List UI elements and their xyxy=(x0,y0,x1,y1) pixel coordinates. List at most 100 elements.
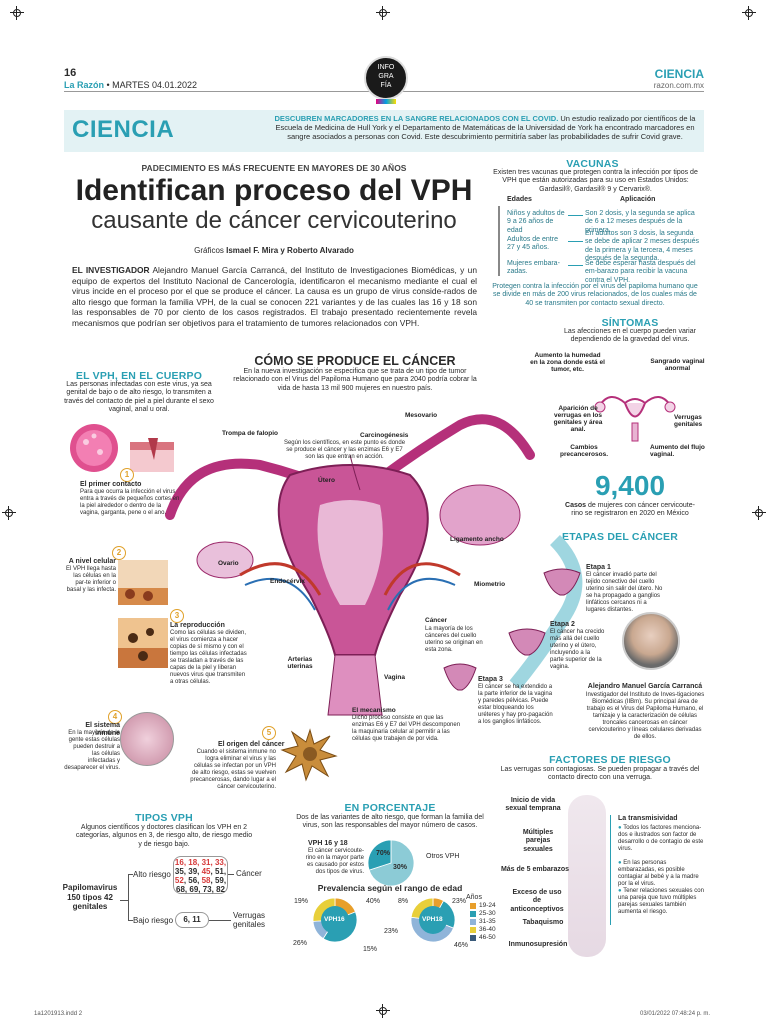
alto-riesgo-label: Alto riesgo xyxy=(133,870,171,879)
etapa-3-icon xyxy=(443,663,477,691)
tree-line xyxy=(128,920,133,921)
pie-main-title: VPH 16 y 18 xyxy=(308,840,348,847)
step-number: 5 xyxy=(262,726,276,740)
site-url: razon.com.mx xyxy=(653,81,704,90)
pie16-label: 15% xyxy=(363,946,378,953)
vacunas-col-edades: Edades xyxy=(507,196,532,203)
researcher-name: Alejandro Manuel García Carrancá xyxy=(587,683,703,690)
legend-swatch xyxy=(470,911,476,917)
step-5-desc: Cuando el sistema inmune no logra elimin… xyxy=(190,749,276,790)
cuerpo-intro: Las personas infectadas con este virus, … xyxy=(64,381,214,414)
legend-swatch xyxy=(470,935,476,941)
pie-vph16-chart xyxy=(312,897,358,943)
step-1-desc: Para que ocurra la infección el virus en… xyxy=(80,489,180,516)
step-number: 4 xyxy=(108,710,122,724)
footer-left: 1a1201913.indd 2 xyxy=(34,1011,83,1017)
vacuna-app-1: Son 2 dosis, y la segunda se aplica de 6… xyxy=(585,210,695,234)
tipos-intro: Algunos científicos y doctores clasifica… xyxy=(75,824,253,848)
alto-riesgo-box: 16, 18, 31, 33, 35, 39, 45, 51, 52, 56, … xyxy=(173,856,228,894)
vacuna-age-1: Niños y adultos de 9 a 26 años de edad xyxy=(507,210,565,234)
skin-cut-icon xyxy=(130,438,174,472)
como-title: CÓMO SE PRODUCE EL CÁNCER xyxy=(254,354,456,368)
etapas-arc xyxy=(509,535,583,690)
vacunas-title: VACUNAS xyxy=(566,158,619,170)
cancer-desc: La mayoría de los cánceres del cuello ut… xyxy=(425,626,483,653)
etapa-1-title: Etapa 1 xyxy=(586,564,611,571)
tree-line xyxy=(228,874,234,875)
mecanismo-desc: Dicho proceso consiste en que las enzima… xyxy=(352,715,461,742)
edad-title: Prevalencia según el rango de edad xyxy=(317,883,463,893)
kicker: PADECIMIENTO ES MÁS FRECUENTE EN MAYORES… xyxy=(141,163,407,173)
arrow-line xyxy=(568,215,583,216)
stat-text: Casos de mujeres con cáncer cervicoute-r… xyxy=(565,502,695,518)
banner: CIENCIA DESCUBREN MARCADORES EN LA SANGR… xyxy=(64,110,704,152)
vacunas-col-aplicacion: Aplicación xyxy=(620,196,656,203)
label-utero: Útero xyxy=(318,477,335,484)
pie-main-chart xyxy=(367,839,415,887)
step-3-desc: Como las células se dividen, el virus co… xyxy=(170,630,247,685)
factor-6: Inmunosupresión xyxy=(508,941,568,948)
cancer-cell-icon xyxy=(280,728,338,782)
legend-label: 25-30 xyxy=(479,910,496,917)
sintoma-verrugas-genitales: Verrugas genitales xyxy=(674,414,703,428)
step-3-title: La reproducción xyxy=(170,622,225,629)
factor-5: Tabaquismo xyxy=(522,919,564,926)
pie18-label: 46% xyxy=(454,942,469,949)
arrow-line xyxy=(568,241,583,242)
syringe-line xyxy=(498,206,500,276)
pie-vph16-title: VPH16 xyxy=(324,916,345,923)
label-trompa: Trompa de falopio xyxy=(222,430,278,437)
pie-center xyxy=(321,906,349,934)
footer-right: 03/01/2022 07:48:24 p. m. xyxy=(640,1011,711,1017)
factor-2: Múltiples parejas sexuales xyxy=(522,829,554,853)
factor-figures xyxy=(568,795,606,957)
registration-mark xyxy=(752,506,766,520)
step-1-title: El primer contacto xyxy=(80,481,142,488)
tipos-title: TIPOS VPH xyxy=(135,812,193,824)
legend-title: Años xyxy=(466,894,482,901)
step-2-title: A nivel celular xyxy=(68,558,116,565)
brand-date: La Razón • MARTES 04.01.2022 xyxy=(64,80,198,90)
como-intro: En la nueva investigación se especifica … xyxy=(233,368,477,392)
bajo-riesgo-label: Bajo riesgo xyxy=(133,916,174,925)
label-ovario: Ovario xyxy=(218,560,239,567)
tree-line xyxy=(128,874,129,920)
label-mesovario: Mesovario xyxy=(405,412,438,419)
pie-main-label-30: 30% xyxy=(393,864,408,871)
pie16-label: 19% xyxy=(294,898,309,905)
reproduction-icon xyxy=(118,618,168,668)
label-vagina: Vagina xyxy=(384,674,405,681)
pie-vph18-chart xyxy=(410,897,456,943)
legend-item: 46-50 xyxy=(470,934,496,942)
credits: Gráficos Ismael F. Mira y Roberto Alvara… xyxy=(194,246,354,255)
sintoma-precancerosos: Cambios precancerosos. xyxy=(559,444,609,458)
banner-headline: DESCUBREN MARCADORES EN LA SANGRE RELACI… xyxy=(274,114,559,123)
step-4-title: El sistema inmune xyxy=(85,722,120,738)
transmisividad-title: La transmisividad xyxy=(618,815,678,822)
legend-swatch xyxy=(470,903,476,909)
color-bar xyxy=(376,99,396,104)
legend-item: 25-30 xyxy=(470,910,496,918)
lead-paragraph: EL INVESTIGADOR Alejandro Manuel García … xyxy=(72,265,477,328)
factor-1: Inicio de vida sexual temprana xyxy=(505,797,561,813)
legend-item: 31-35 xyxy=(470,918,496,926)
pie-center xyxy=(419,906,447,934)
etapa-2-title: Etapa 2 xyxy=(550,621,575,628)
researcher-desc: Investigador del Instituto de Inves-tiga… xyxy=(585,692,705,740)
step-2-desc: El VPH llega hasta las células en la par… xyxy=(65,566,116,593)
pie-main-label-70: 70% xyxy=(376,850,391,857)
sintomas-title: SÍNTOMAS xyxy=(601,317,659,329)
legend-item: 36-40 xyxy=(470,926,496,934)
tree-line xyxy=(120,900,128,901)
legend-label: 46-50 xyxy=(479,934,496,941)
pie16-label: 26% xyxy=(293,940,308,947)
factor-4: Exceso de uso de anticonceptivos xyxy=(510,889,564,913)
etapas-title: ETAPAS DEL CÁNCER xyxy=(562,531,678,543)
banner-text: Un estudio realizado por científicos de … xyxy=(275,114,696,141)
legend-item: 19-24 xyxy=(470,902,496,910)
label-mecanismo: El mecanismo xyxy=(352,707,396,714)
pie-main-desc: El cáncer cervicoute-rino en la mayor pa… xyxy=(305,848,364,875)
sintomas-intro: Las afecciones en el cuerpo pueden varia… xyxy=(564,328,696,344)
factor-3: Más de 5 embarazos xyxy=(500,866,570,873)
